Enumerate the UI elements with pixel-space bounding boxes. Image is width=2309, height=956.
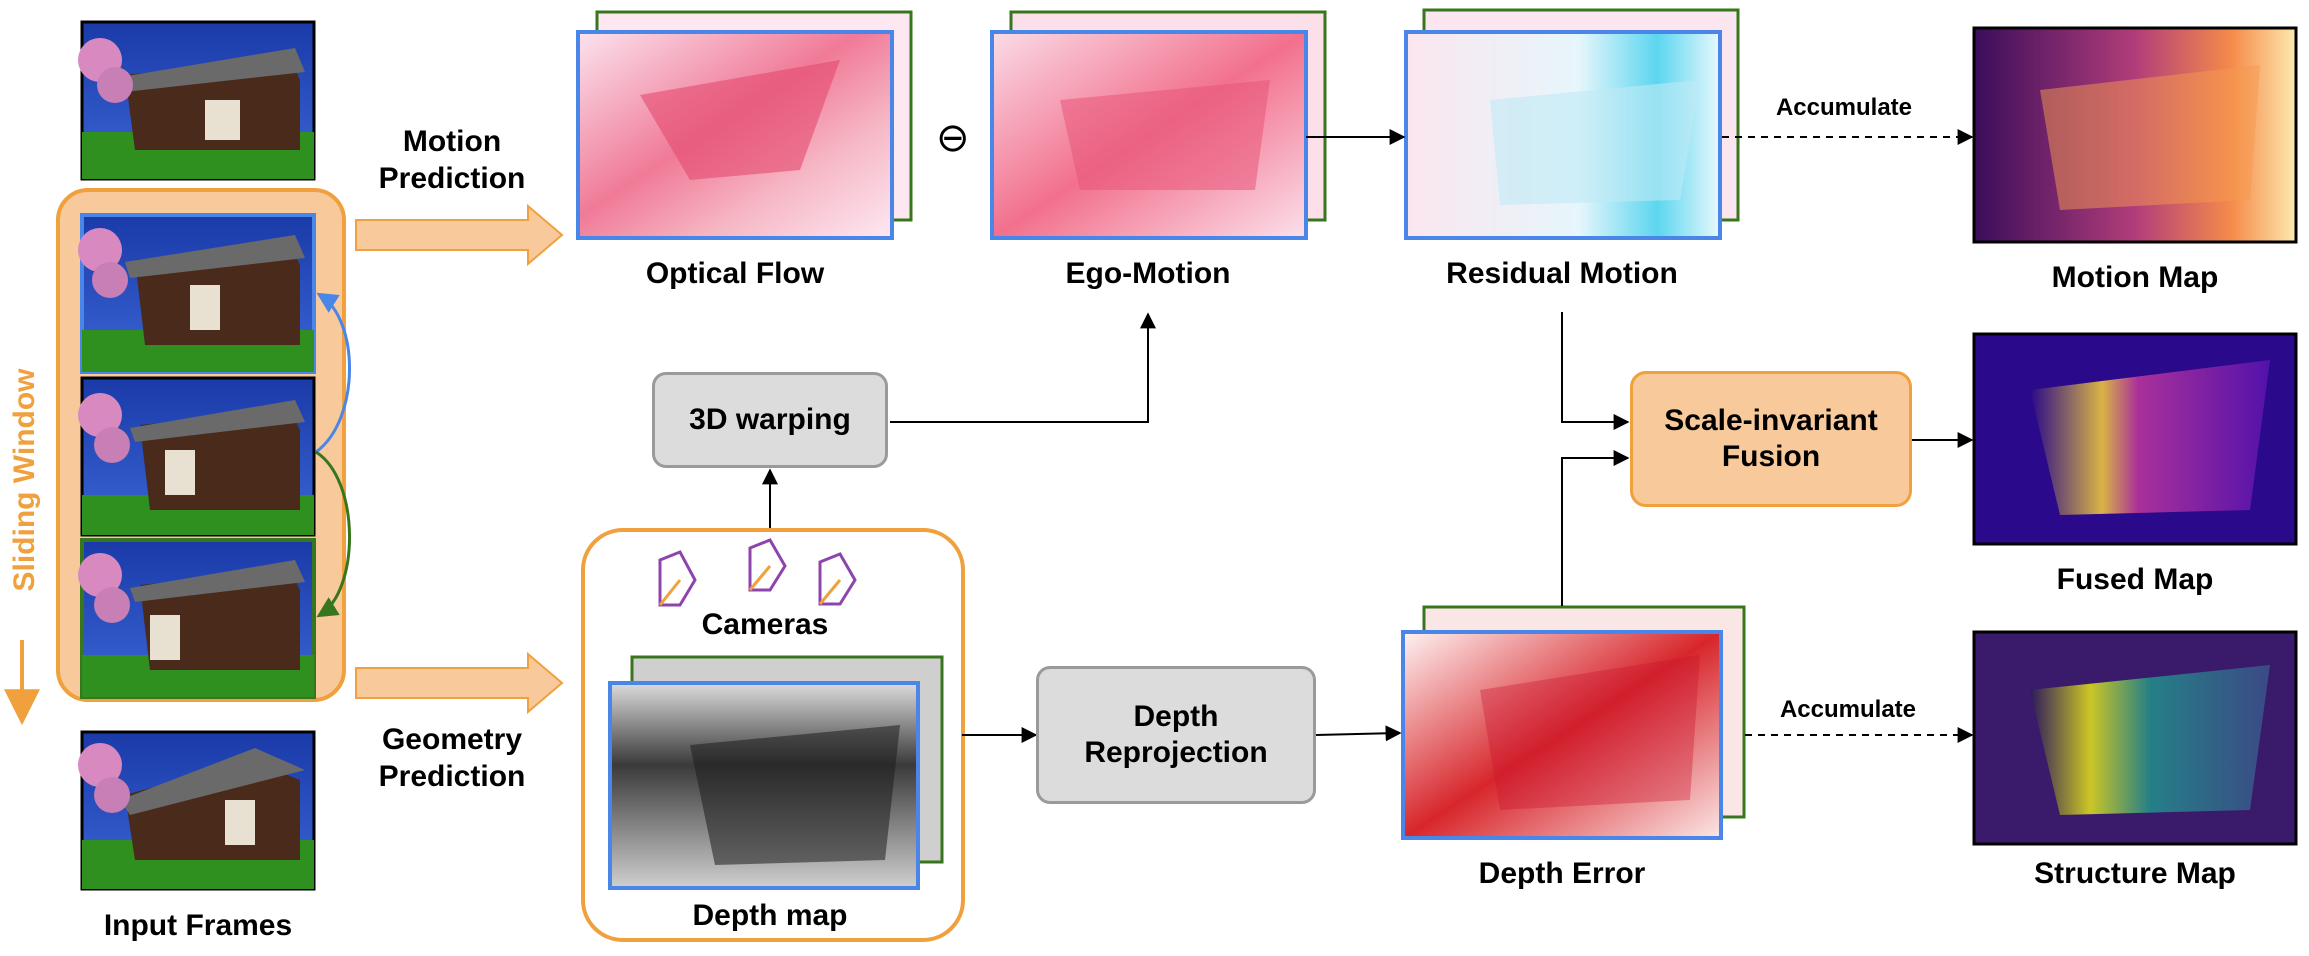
camera-icon: [658, 538, 857, 607]
optical-flow-label: Optical Flow: [645, 257, 825, 290]
optical-flow-stack: [576, 10, 913, 240]
fused-map-image: [1972, 332, 2298, 546]
reprojection-label-line2: Reprojection: [1084, 736, 1268, 769]
depth-error-label: Depth Error: [1478, 857, 1646, 890]
fusion-label-line2: Fusion: [1721, 440, 1821, 473]
fused-map-label: Fused Map: [2056, 563, 2214, 596]
error-to-fusion-arrow: [1561, 450, 1630, 606]
residual-to-fusion-arrow: [1561, 312, 1630, 430]
warping-to-ego-arrow: [890, 312, 1156, 423]
cameras-label: Cameras: [701, 608, 829, 641]
motion-block-arrow: [355, 203, 564, 267]
ego-motion-stack: [990, 10, 1327, 240]
accumulate-top-label: Accumulate: [1775, 94, 1913, 121]
reprojection-label-line1: Depth: [1133, 700, 1219, 733]
geometry-prediction-label-line1: Geometry: [381, 723, 523, 756]
structure-map-label: Structure Map: [2034, 857, 2236, 890]
input-frame-top: [78, 20, 316, 181]
accumulate-bottom-label: Accumulate: [1779, 696, 1917, 723]
motion-map-image: [1972, 26, 2298, 244]
fusion-box: Scale-invariant Fusion: [1630, 371, 1912, 507]
motion-prediction-label-line2: Prediction: [378, 162, 526, 195]
structure-map-image: [1972, 630, 2298, 846]
sliding-window-label: Sliding Window: [8, 368, 41, 592]
reprojection-to-error-arrow: [1315, 725, 1402, 742]
blue-curve-arrow: [315, 292, 351, 454]
ego-motion-label: Ego-Motion: [1065, 257, 1231, 290]
geometry-prediction-label-line2: Prediction: [378, 760, 526, 793]
input-frame-bottom: [78, 730, 316, 891]
geometry-block-arrow: [355, 651, 564, 715]
depth-map-label: Depth map: [692, 899, 848, 932]
residual-motion-stack: [1404, 8, 1740, 240]
input-frame-window-3: [78, 538, 316, 699]
input-frame-window-1: [78, 213, 316, 374]
depth-error-stack: [1401, 605, 1746, 840]
depth-map-stack: [608, 655, 944, 890]
reprojection-box: Depth Reprojection: [1036, 666, 1316, 804]
motion-map-label: Motion Map: [2051, 261, 2219, 294]
input-frames-label: Input Frames: [103, 909, 293, 942]
minus-symbol: ⊖: [936, 115, 970, 161]
warping-box: 3D warping: [652, 372, 888, 468]
fusion-label-line1: Scale-invariant: [1664, 404, 1878, 437]
residual-motion-label: Residual Motion: [1446, 257, 1678, 290]
motion-prediction-label-line1: Motion: [402, 125, 502, 158]
input-frame-window-2: [78, 376, 316, 537]
green-curve-arrow: [315, 450, 351, 618]
warping-box-label: 3D warping: [689, 403, 851, 436]
